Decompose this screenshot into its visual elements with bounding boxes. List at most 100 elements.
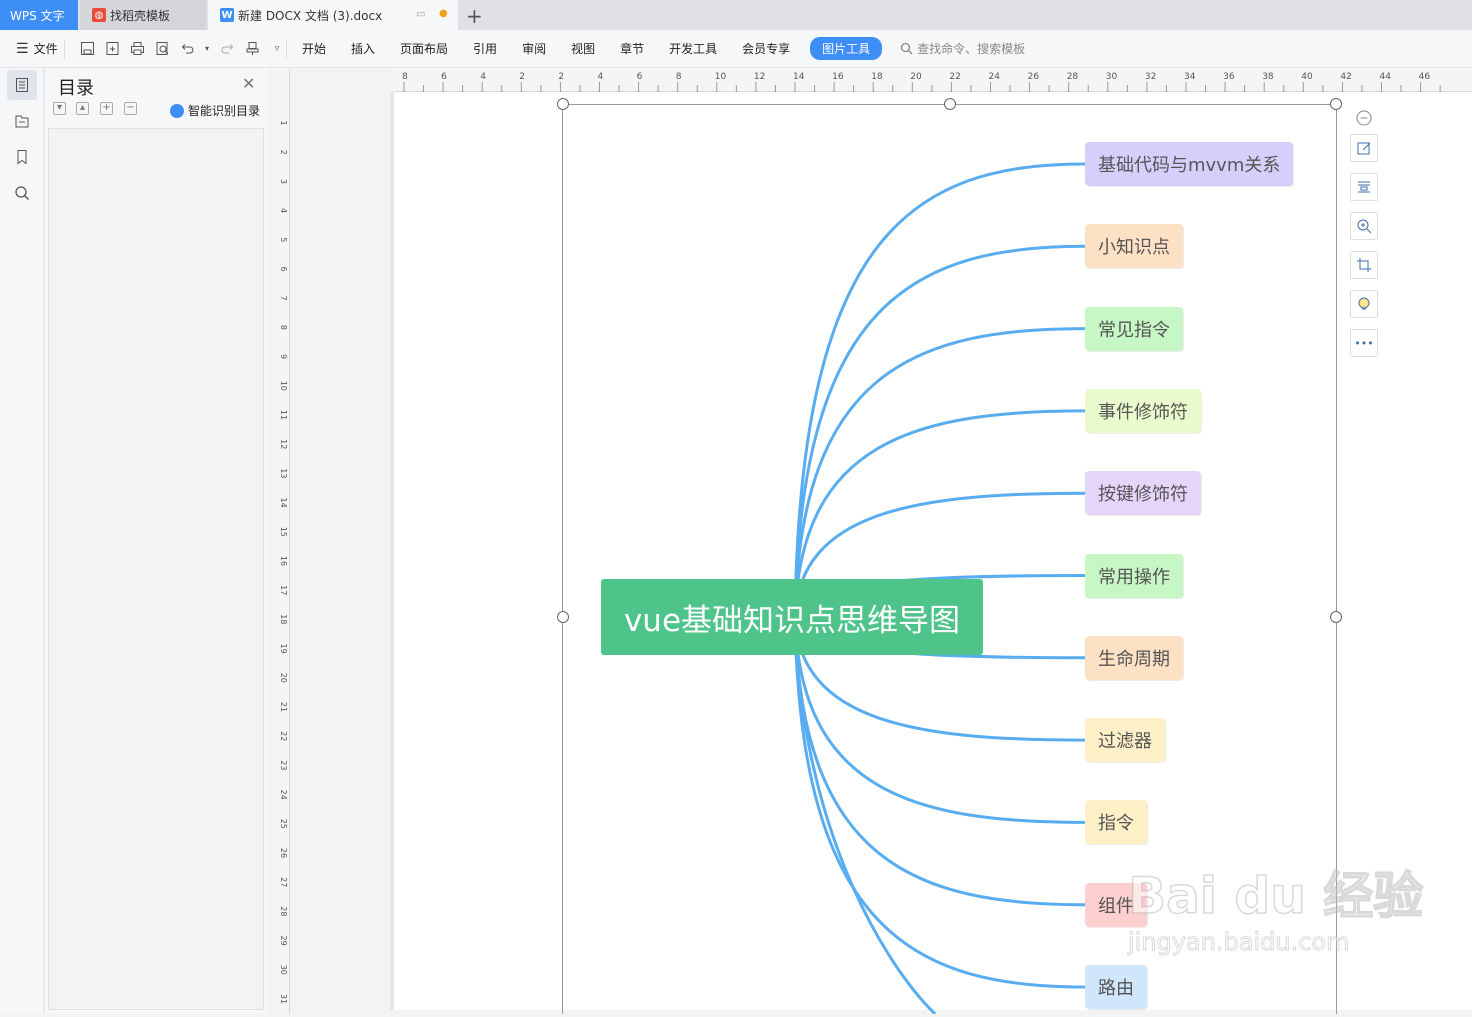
menu-view[interactable]: 视图 xyxy=(571,42,596,56)
ruler-label: 36 xyxy=(1223,72,1235,82)
ruler-label: 16 xyxy=(279,556,288,566)
ruler-label: 17 xyxy=(279,585,288,595)
ruler-label: 8 xyxy=(279,325,288,330)
nav-rail xyxy=(0,68,44,1014)
menu-member-exclusive[interactable]: 会员专享 xyxy=(742,42,791,56)
ruler-label: 8 xyxy=(402,72,408,82)
redo-icon[interactable] xyxy=(218,40,236,58)
bookmark-icon[interactable] xyxy=(7,142,37,172)
resize-handle-top-left[interactable] xyxy=(557,98,569,110)
word-doc-icon: W xyxy=(220,8,234,22)
toc-panel-icon[interactable] xyxy=(7,70,37,100)
daoke-logo-icon: ◍ xyxy=(92,8,106,22)
text-wrap-icon[interactable] xyxy=(1350,173,1378,201)
print-preview-icon[interactable] xyxy=(153,40,171,58)
ruler-label: 3 xyxy=(279,179,288,184)
ruler-label: 24 xyxy=(279,790,288,800)
mindmap-branch-topic[interactable]: 按键修饰符 xyxy=(1085,471,1201,516)
remove-level-icon[interactable]: − xyxy=(124,102,137,115)
resize-handle-right[interactable] xyxy=(1330,611,1342,623)
menu-section[interactable]: 章节 xyxy=(620,42,645,56)
menu-review[interactable]: 审阅 xyxy=(522,42,547,56)
zoom-in-icon[interactable] xyxy=(1350,212,1378,240)
toc-list xyxy=(48,128,264,1010)
undo-dropdown-icon[interactable]: ▾ xyxy=(204,44,209,53)
ruler-label: 2 xyxy=(558,72,564,82)
ruler-label: 10 xyxy=(715,72,727,82)
mindmap-branch-topic[interactable]: 常见指令 xyxy=(1085,306,1183,351)
document-page[interactable] xyxy=(394,92,1472,1010)
save-icon[interactable] xyxy=(78,40,96,58)
mindmap-branch-topic[interactable]: 常用操作 xyxy=(1085,553,1183,598)
menu-insert[interactable]: 插入 xyxy=(351,42,376,56)
ruler-label: 18 xyxy=(279,614,288,624)
add-level-icon[interactable]: + xyxy=(100,102,113,115)
mindmap-connector xyxy=(793,162,1086,618)
ruler-label: 23 xyxy=(279,760,288,770)
ruler-label: 14 xyxy=(793,72,805,82)
crop-icon[interactable] xyxy=(1350,251,1378,279)
hamburger-icon: ☰ xyxy=(16,40,29,57)
tab-label: WPS 文字 xyxy=(10,8,65,23)
format-painter-icon[interactable] xyxy=(243,40,261,58)
print-icon[interactable] xyxy=(128,40,146,58)
ruler-label: 28 xyxy=(1067,72,1079,82)
mindmap-branch-topic[interactable]: 过滤器 xyxy=(1085,718,1165,763)
ruler-label: 1 xyxy=(279,120,288,125)
resize-handle-left[interactable] xyxy=(557,611,569,623)
resize-handle-top-right[interactable] xyxy=(1330,98,1342,110)
ruler-label: 5 xyxy=(279,237,288,242)
idea-bulb-icon[interactable] xyxy=(1350,290,1378,318)
menu-references[interactable]: 引用 xyxy=(473,42,498,56)
mindmap-root-topic[interactable]: vue基础知识点思维导图 xyxy=(601,579,983,655)
menu-home[interactable]: 开始 xyxy=(302,42,327,56)
resize-handle-top[interactable] xyxy=(944,98,956,110)
ruler-label: 30 xyxy=(279,965,288,975)
close-icon[interactable]: ✕ xyxy=(242,74,256,93)
undo-icon[interactable] xyxy=(178,40,196,58)
collapse-all-icon[interactable]: ▾ xyxy=(53,102,66,115)
menu-developer-tools[interactable]: 开发工具 xyxy=(669,42,718,56)
command-search[interactable]: 查找命令、搜索模板 xyxy=(900,40,1025,57)
tab-bar: WPS 文字 ◍ 找稻壳模板 W 新建 DOCX 文档 (3).docx ▭ ●… xyxy=(0,0,1472,30)
ruler-label: 42 xyxy=(1340,72,1351,82)
tab-wps-writer[interactable]: WPS 文字 xyxy=(0,0,78,30)
ruler-label: 4 xyxy=(480,72,486,82)
collapse-tools-icon[interactable] xyxy=(1350,104,1378,132)
chapter-nav-icon[interactable] xyxy=(7,106,37,136)
quick-access-more-icon[interactable]: ▿ xyxy=(274,43,280,54)
mindmap-branch-topic[interactable]: 事件修饰符 xyxy=(1085,388,1201,433)
smart-toc-button[interactable]: 智能识别目录 xyxy=(170,102,260,119)
ruler-label: 20 xyxy=(910,72,922,82)
file-menu-button[interactable]: ☰ 文件 xyxy=(16,40,58,57)
tab-document[interactable]: W 新建 DOCX 文档 (3).docx ▭ ● xyxy=(208,0,458,30)
more-options-icon[interactable]: ••• xyxy=(1350,329,1378,357)
ruler-label: 26 xyxy=(279,848,288,858)
new-tab-button[interactable]: + xyxy=(466,4,483,28)
monitor-icon[interactable]: ▭ xyxy=(416,9,426,20)
ruler-label: 38 xyxy=(1262,72,1274,82)
find-icon[interactable] xyxy=(7,178,37,208)
edit-image-icon[interactable] xyxy=(1350,134,1378,162)
mindmap-connector xyxy=(793,409,1086,618)
export-pdf-icon[interactable] xyxy=(103,40,121,58)
expand-up-icon[interactable]: ▴ xyxy=(76,102,89,115)
ruler-label: 16 xyxy=(832,72,844,82)
mindmap-branch-topic[interactable]: 基础代码与mvvm关系 xyxy=(1085,142,1294,186)
menu-image-tools[interactable]: 图片工具 xyxy=(810,37,883,60)
mindmap-branch-topic[interactable]: 指令 xyxy=(1085,800,1147,845)
mindmap-branch-topic[interactable]: 生命周期 xyxy=(1085,635,1183,680)
ruler-label: 27 xyxy=(279,877,288,887)
ruler-label: 12 xyxy=(279,439,288,449)
menu-page-layout[interactable]: 页面布局 xyxy=(400,42,449,56)
mindmap-branch-topic[interactable]: 组件 xyxy=(1085,882,1147,927)
tab-template-finder[interactable]: ◍ 找稻壳模板 xyxy=(80,0,206,30)
ruler-label: 12 xyxy=(754,72,765,82)
ruler-label: 28 xyxy=(279,906,288,916)
mindmap-branch-topic[interactable]: 路由 xyxy=(1085,965,1147,1009)
ruler-label: 19 xyxy=(279,644,288,654)
mindmap-branch-topic[interactable]: 小知识点 xyxy=(1085,224,1183,269)
ruler-label: 40 xyxy=(1301,72,1313,82)
ruler-label: 10 xyxy=(279,381,288,391)
